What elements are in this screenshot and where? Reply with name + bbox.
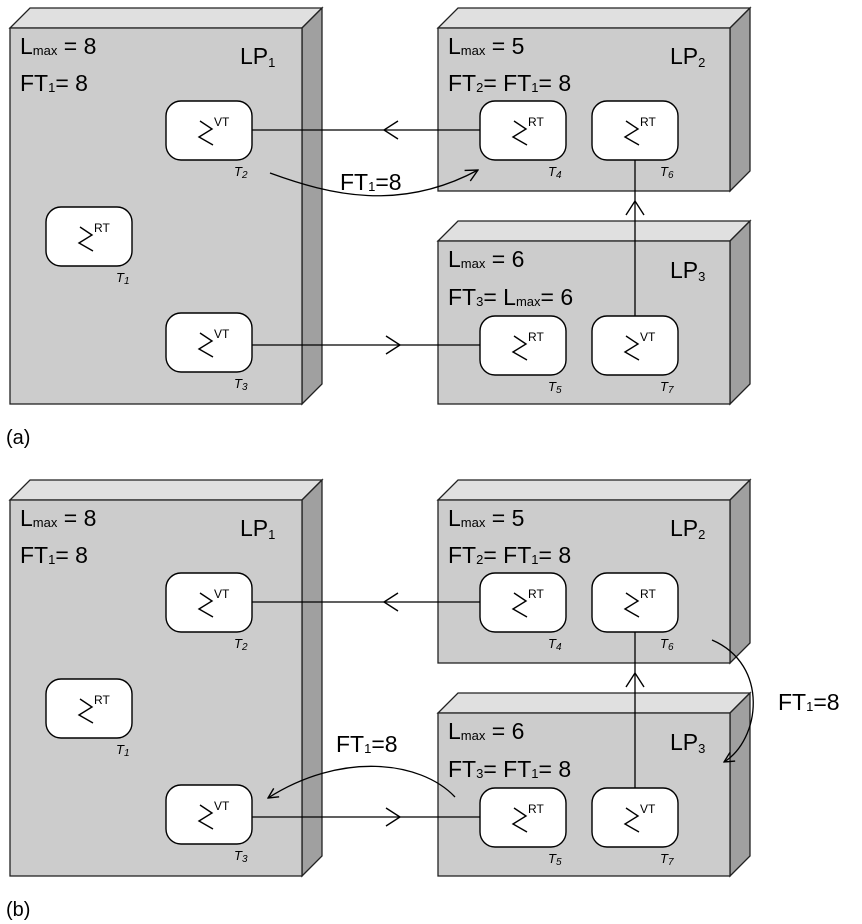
edge-t7-to-t6 <box>625 632 645 788</box>
svg-text:T5: T5 <box>548 851 562 868</box>
ft-message-t2-to-t4 <box>269 170 478 197</box>
lp1-ft-label: FT1= 8 <box>20 542 88 568</box>
edge-t4-to-t2 <box>252 592 480 612</box>
zigzag-icon <box>197 120 214 146</box>
svg-text:VT: VT <box>214 115 230 129</box>
svg-text:T7: T7 <box>660 379 674 396</box>
lp1-lmax-label: Lmax = 8 <box>20 505 96 531</box>
edge-t7-to-t6 <box>625 160 645 316</box>
edge-t4-to-t2 <box>252 120 480 140</box>
zigzag-icon <box>77 226 94 252</box>
lp1-lmax-label: Lmax = 8 <box>20 33 96 59</box>
svg-text:RT: RT <box>94 221 110 235</box>
lp2-name: LP2 <box>670 515 705 542</box>
lp1-name: LP1 <box>240 515 275 542</box>
ft-message-lp3-to-t3 <box>268 765 456 798</box>
task-t3-vt: VT T3 <box>165 784 253 865</box>
zigzag-icon <box>511 335 528 361</box>
edge-t3-to-t5 <box>252 807 480 827</box>
svg-text:VT: VT <box>214 327 230 341</box>
task-t3-vt: VT T3 <box>165 312 253 393</box>
lp1-ft-label: FT1= 8 <box>20 70 88 96</box>
task-t2-vt: VT T2 <box>165 572 253 653</box>
zigzag-icon <box>511 120 528 146</box>
zigzag-icon <box>623 807 640 833</box>
svg-text:RT: RT <box>528 330 544 344</box>
zigzag-icon <box>511 807 528 833</box>
lp3-ft-label: FT3= FT1= 8 <box>448 756 571 782</box>
lp1-name: LP1 <box>240 43 275 70</box>
panel-a: Lmax = 8 FT1= 8 LP1 Lmax = 5 FT2= FT1= 8… <box>6 6 752 449</box>
zigzag-icon <box>623 120 640 146</box>
svg-text:VT: VT <box>214 799 230 813</box>
lp2-name: LP2 <box>670 43 705 70</box>
svg-text:T6: T6 <box>660 636 674 653</box>
svg-text:RT: RT <box>528 115 544 129</box>
ft-message-label: FT1=8 <box>340 169 402 195</box>
svg-text:T6: T6 <box>660 164 674 181</box>
zigzag-icon <box>197 592 214 618</box>
task-t4-rt: RT T4 <box>479 572 567 653</box>
zigzag-icon <box>197 332 214 358</box>
lp3-name: LP3 <box>670 729 705 756</box>
zigzag-icon <box>623 335 640 361</box>
svg-text:RT: RT <box>640 115 656 129</box>
svg-text:T4: T4 <box>548 164 562 181</box>
zigzag-icon <box>77 698 94 724</box>
lp3-ft-label: FT3= Lmax= 6 <box>448 284 573 310</box>
svg-text:T2: T2 <box>234 636 248 653</box>
svg-text:T4: T4 <box>548 636 562 653</box>
svg-text:T3: T3 <box>234 848 248 865</box>
ft-message-t6-to-lp3 <box>711 639 754 762</box>
task-t1-rt: RT T1 <box>45 206 133 287</box>
svg-text:RT: RT <box>528 587 544 601</box>
lp2-ft-label: FT2= FT1= 8 <box>448 542 571 568</box>
lp2-lmax-label: Lmax = 5 <box>448 33 524 59</box>
lp3-name: LP3 <box>670 257 705 284</box>
task-t6-rt: RT T6 <box>591 100 679 181</box>
svg-text:T7: T7 <box>660 851 674 868</box>
lp2-ft-label: FT2= FT1= 8 <box>448 70 571 96</box>
svg-text:T1: T1 <box>116 270 130 287</box>
svg-text:T5: T5 <box>548 379 562 396</box>
lp3-lmax-label: Lmax = 6 <box>448 718 524 744</box>
task-t7-vt: VT T7 <box>591 787 679 868</box>
zigzag-icon <box>511 592 528 618</box>
svg-text:RT: RT <box>640 587 656 601</box>
svg-text:RT: RT <box>528 802 544 816</box>
svg-text:VT: VT <box>214 587 230 601</box>
svg-text:T3: T3 <box>234 376 248 393</box>
zigzag-icon <box>623 592 640 618</box>
svg-text:T2: T2 <box>234 164 248 181</box>
panel-b: Lmax = 8 FT1= 8 LP1 Lmax = 5 FT2= FT1= 8… <box>6 478 840 921</box>
svg-text:VT: VT <box>640 330 656 344</box>
task-t7-vt: VT T7 <box>591 315 679 396</box>
ft-message-left-label: FT1=8 <box>336 731 398 757</box>
panel-b-label: (b) <box>6 899 30 921</box>
ft-message-right-label: FT1=8 <box>778 689 840 715</box>
zigzag-icon <box>197 804 214 830</box>
svg-text:T1: T1 <box>116 742 130 759</box>
edge-t3-to-t5 <box>252 335 480 355</box>
lp1-box <box>8 478 324 878</box>
lp3-lmax-label: Lmax = 6 <box>448 246 524 272</box>
task-t1-rt: RT T1 <box>45 678 133 759</box>
lp2-lmax-label: Lmax = 5 <box>448 505 524 531</box>
panel-a-label: (a) <box>6 427 30 449</box>
svg-text:VT: VT <box>640 802 656 816</box>
svg-text:RT: RT <box>94 693 110 707</box>
